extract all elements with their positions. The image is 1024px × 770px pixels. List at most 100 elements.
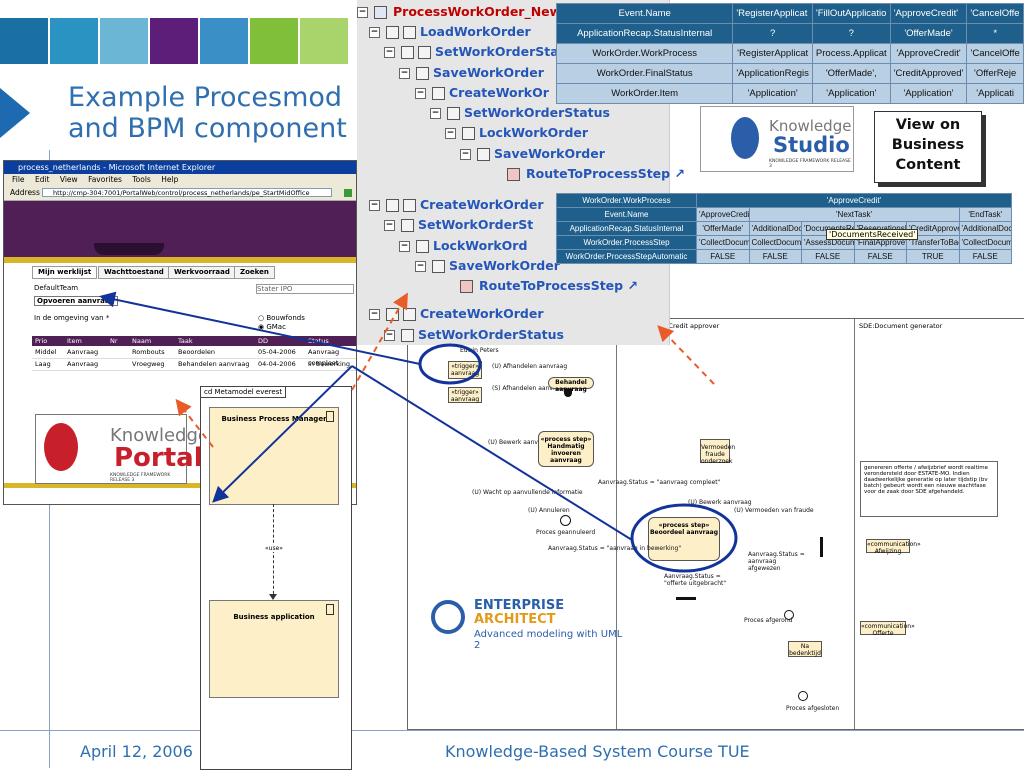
- col-item[interactable]: Item: [67, 337, 82, 345]
- menu-favorites[interactable]: Favorites: [88, 175, 122, 184]
- table-cell: 'Application': [732, 83, 813, 104]
- tree-node[interactable]: −CreateWorkOr: [415, 85, 549, 100]
- collapse-icon[interactable]: −: [445, 128, 456, 139]
- menu-view[interactable]: View: [59, 175, 78, 184]
- address-input[interactable]: http://cmp-304:7001/PortalWeb/control/pr…: [42, 188, 332, 197]
- default-team-value[interactable]: Stater IPO: [256, 284, 354, 294]
- table-cell: Event.Name: [556, 3, 734, 24]
- offerte-label: «communication» Offerte: [861, 623, 915, 637]
- portal-header-stripe: [4, 257, 356, 263]
- dashed-arrow-2: [351, 292, 408, 391]
- table-cell: ?: [732, 23, 813, 44]
- collapse-icon[interactable]: −: [369, 309, 380, 320]
- tree-node[interactable]: −SetWorkOrderStatus: [384, 327, 564, 342]
- highlight-ellipse-trigger: [418, 343, 482, 385]
- collapse-icon[interactable]: −: [369, 200, 380, 211]
- tree-node[interactable]: −SaveWorkOrder: [460, 146, 605, 161]
- col-naam[interactable]: Naam: [132, 337, 152, 345]
- tab-werkvoorraad[interactable]: Werkvoorraad: [168, 266, 236, 279]
- tree-node[interactable]: −LoadWorkOrder: [369, 24, 531, 39]
- handle-1: (U) Afhandelen aanvraag: [492, 363, 568, 370]
- diagram-note: genereren offerte / afwijzbrief wordt re…: [860, 461, 998, 517]
- tree-node[interactable]: − SetWorkOrderStatu: [384, 44, 574, 59]
- collapse-icon[interactable]: −: [430, 108, 441, 119]
- header-square-3: [100, 18, 148, 64]
- tab-zoeken[interactable]: Zoeken: [234, 266, 275, 279]
- tree-node[interactable]: −LockWorkOrder: [445, 125, 588, 140]
- tree-node[interactable]: −ProcessWorkOrder_NewWo: [357, 4, 583, 19]
- menu-file[interactable]: File: [12, 175, 25, 184]
- radio-bouwfonds[interactable]: ○ Bouwfonds: [258, 314, 305, 322]
- portal-logo-text1: Knowledge: [110, 425, 209, 446]
- tree-node[interactable]: −LockWorkOrd: [399, 238, 527, 253]
- table-cell: 'TransferToBack: [906, 235, 960, 250]
- tree-node[interactable]: −CreateWorkOrder: [369, 306, 544, 321]
- header-decoration: [94, 243, 164, 255]
- radio-gmac[interactable]: ◉ GMac: [258, 323, 286, 331]
- user-name: Edwin Peters: [460, 347, 499, 354]
- use-arrow-icon: [269, 594, 277, 600]
- go-icon[interactable]: [344, 189, 352, 197]
- table-cell: 'Applicati: [966, 83, 1024, 104]
- collapse-icon[interactable]: −: [415, 261, 426, 272]
- component-bpm-label: Business Process Manager: [221, 415, 327, 423]
- table-row: Event.Name 'RegisterApplicat 'FillOutApp…: [556, 3, 1024, 24]
- tree-node[interactable]: −CreateWorkOrder: [369, 197, 544, 212]
- footer-date: April 12, 2006: [80, 742, 193, 761]
- table-cell: WorkOrder.Item: [556, 83, 734, 104]
- menu-help[interactable]: Help: [161, 175, 179, 184]
- tree-node-label: SaveWorkOrder: [449, 258, 560, 273]
- cell-prio: Laag: [35, 360, 51, 368]
- studio-logo-text1: Knowledge: [769, 117, 852, 135]
- menu-edit[interactable]: Edit: [34, 175, 50, 184]
- header-square-4: [150, 18, 198, 64]
- slide-divider-horizontal: [0, 730, 1024, 731]
- highlight-ellipse-beoordeel: [630, 503, 738, 573]
- col-nr[interactable]: Nr: [110, 337, 118, 345]
- route-icon: [460, 280, 473, 293]
- end-node: [798, 691, 808, 701]
- collapse-icon[interactable]: −: [357, 7, 368, 18]
- collapse-icon[interactable]: −: [399, 68, 410, 79]
- portal-logo-text2: Portal: [114, 443, 203, 473]
- tree-node[interactable]: RouteToProcessStep ↗: [460, 278, 638, 293]
- collapse-icon[interactable]: −: [415, 88, 426, 99]
- col-dd[interactable]: DD: [258, 337, 269, 345]
- radio-bouwfonds-label: Bouwfonds: [266, 314, 305, 322]
- tab-mijn-werklijst[interactable]: Mijn werklijst: [32, 266, 98, 279]
- table-row: WorkOrder.ProcessStep 'CollectDocument C…: [556, 235, 1012, 250]
- ie-title-bar: process_netherlands - Microsoft Internet…: [4, 161, 356, 174]
- tree-node[interactable]: − SaveWorkOrder: [415, 258, 560, 273]
- tree-node[interactable]: −SaveWorkOrder: [399, 65, 544, 80]
- collapse-icon[interactable]: −: [399, 241, 410, 252]
- table-cell: 'CancelOffe: [966, 43, 1024, 64]
- menu-tools[interactable]: Tools: [132, 175, 151, 184]
- slide-arrow-icon: [0, 88, 30, 138]
- table-cell: FALSE: [696, 249, 750, 264]
- cancel-node: [560, 515, 571, 526]
- node-icon: [462, 127, 475, 140]
- table-row[interactable]: Laag Aanvraag Vroegweg Behandelen aanvra…: [32, 359, 356, 371]
- table-cell: 'FillOutApplicatio: [811, 3, 891, 24]
- table-row[interactable]: Middel Aanvraag Rombouts Beoordelen 05-0…: [32, 347, 356, 367]
- tree-node-label: SetWorkOrderStatu: [435, 44, 574, 59]
- col-status[interactable]: Status: [308, 337, 329, 345]
- table-cell: *: [966, 23, 1024, 44]
- col-taak[interactable]: Taak: [178, 337, 193, 345]
- collapse-icon[interactable]: −: [384, 47, 395, 58]
- collapse-icon[interactable]: −: [384, 330, 395, 341]
- collapse-icon[interactable]: −: [369, 27, 380, 38]
- knowledge-studio-logo: Knowledge Studio KNOWLEDGE FRAMEWORK REL…: [700, 106, 854, 172]
- tree-node[interactable]: −SetWorkOrderStatus: [430, 105, 610, 120]
- link-arrow-metamodel: [212, 365, 353, 503]
- event-table-1-grid: Event.Name 'RegisterApplicat 'FillOutApp…: [556, 3, 1024, 104]
- node-icon: [401, 46, 414, 59]
- col-prio[interactable]: Prio: [35, 337, 48, 345]
- handle-2: (S) Afhandelen aanvraag: [492, 385, 567, 392]
- tree-node[interactable]: −SetWorkOrderSt: [384, 217, 533, 232]
- collapse-icon[interactable]: −: [384, 220, 395, 231]
- tree-node[interactable]: RouteToProcessStep ↗: [507, 166, 685, 181]
- collapse-icon[interactable]: −: [460, 149, 471, 160]
- node-icon: [416, 240, 429, 253]
- component-icon: [326, 411, 334, 422]
